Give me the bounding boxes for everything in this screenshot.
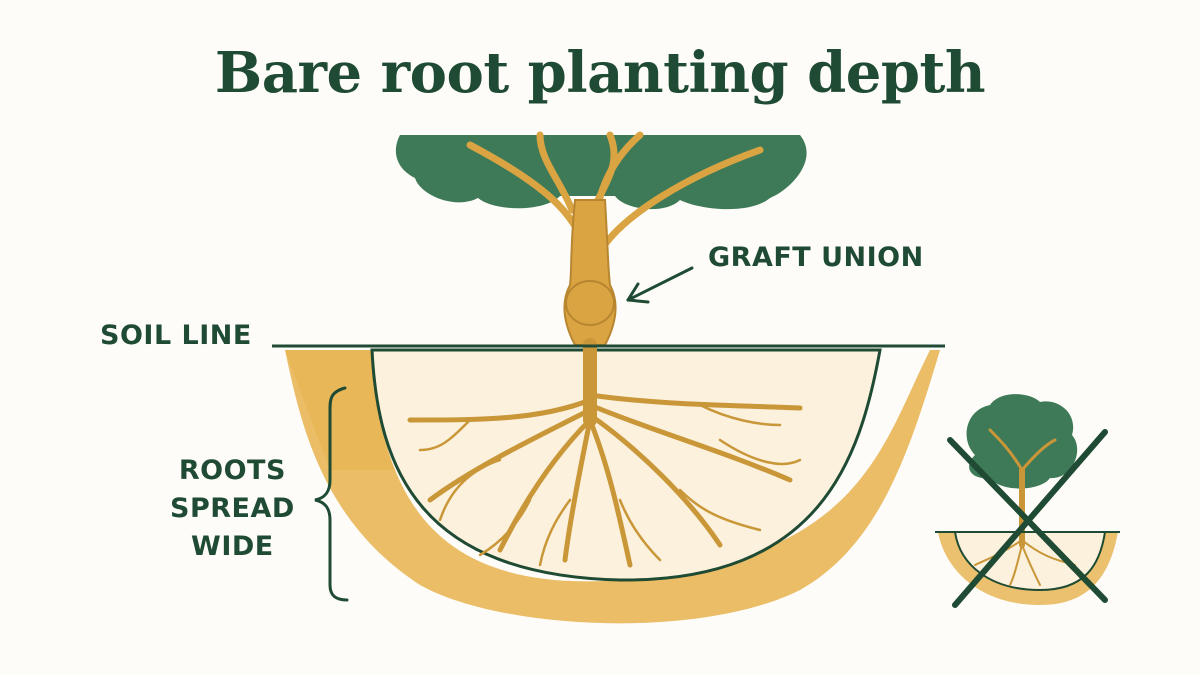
roots-brace <box>314 386 349 602</box>
incorrect-example <box>935 394 1120 605</box>
tree-canopy <box>395 135 807 210</box>
cross-icon <box>947 429 1108 608</box>
roots-label-line-3: WIDE <box>191 531 274 562</box>
diagram-title: Bare root planting depth <box>214 40 986 106</box>
graft-arrow <box>626 266 694 304</box>
graft-union-bulge <box>565 280 615 326</box>
graft-union-label: GRAFT UNION <box>708 242 924 273</box>
soil-surround <box>285 350 940 624</box>
roots-spread-label: ROOTS SPREAD WIDE <box>170 452 295 566</box>
roots-label-line-1: ROOTS <box>178 455 286 486</box>
soil-left-patch <box>285 350 395 470</box>
soil-line-label: SOIL LINE <box>100 320 252 351</box>
tree-roots <box>407 338 803 568</box>
roots-label-line-2: SPREAD <box>170 493 295 524</box>
